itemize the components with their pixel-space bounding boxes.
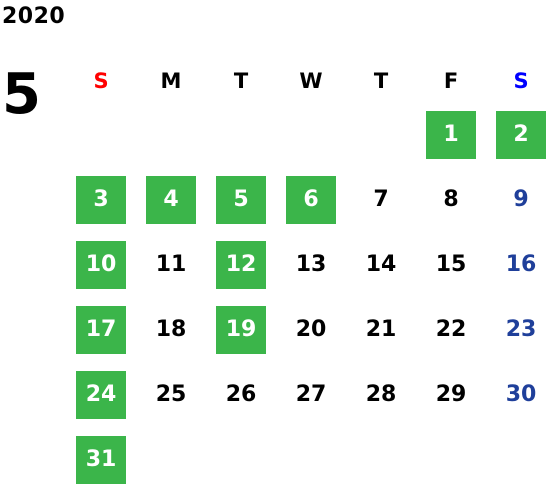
day-cell: 6 (276, 167, 346, 232)
weekday-thursday: T (373, 69, 389, 93)
day-cell: 30 (486, 362, 548, 427)
day-highlighted[interactable]: 19 (216, 305, 266, 354)
week-row: 17 18 19 20 21 22 23 (66, 297, 548, 362)
day-cell: 14 (346, 232, 416, 297)
weekday-friday: F (443, 69, 459, 93)
day-cell (416, 427, 486, 492)
day-number[interactable]: 26 (225, 382, 257, 407)
day-cell: 20 (276, 297, 346, 362)
day-number[interactable]: 21 (365, 317, 397, 342)
day-number[interactable]: 23 (505, 317, 537, 342)
day-cell: 28 (346, 362, 416, 427)
day-number[interactable]: 25 (155, 382, 187, 407)
day-cell: 15 (416, 232, 486, 297)
day-cell: 22 (416, 297, 486, 362)
day-number[interactable]: 15 (435, 252, 467, 277)
day-highlighted[interactable]: 24 (76, 370, 126, 419)
day-cell (346, 427, 416, 492)
day-highlighted[interactable]: 10 (76, 240, 126, 289)
day-cell: 29 (416, 362, 486, 427)
day-cell (66, 102, 136, 167)
day-number[interactable]: 29 (435, 382, 467, 407)
day-highlighted[interactable]: 4 (146, 175, 196, 224)
day-cell: 13 (276, 232, 346, 297)
weekday-wednesday: W (299, 69, 323, 93)
day-number[interactable]: 27 (295, 382, 327, 407)
day-number[interactable]: 30 (505, 382, 537, 407)
weekday-saturday: S (513, 69, 529, 93)
weekday-header-row: S M T W T F S (66, 60, 548, 102)
day-cell: 24 (66, 362, 136, 427)
day-cell (346, 102, 416, 167)
day-number[interactable]: 18 (155, 317, 187, 342)
day-cell: 26 (206, 362, 276, 427)
weekday-monday: M (160, 69, 182, 93)
month-number: 5 (2, 62, 41, 127)
day-cell: 23 (486, 297, 548, 362)
day-number[interactable]: 14 (365, 252, 397, 277)
week-row: 31 (66, 427, 548, 492)
day-cell: 16 (486, 232, 548, 297)
day-cell: 12 (206, 232, 276, 297)
day-number[interactable]: 28 (365, 382, 397, 407)
day-cell: 1 (416, 102, 486, 167)
day-cell: 11 (136, 232, 206, 297)
day-cell: 9 (486, 167, 548, 232)
week-row: 24 25 26 27 28 29 30 (66, 362, 548, 427)
weekday-sunday: S (93, 69, 109, 93)
day-highlighted[interactable]: 1 (426, 110, 476, 159)
day-cell (136, 102, 206, 167)
day-cell (206, 102, 276, 167)
week-row: 10 11 12 13 14 15 16 (66, 232, 548, 297)
day-number[interactable]: 8 (443, 187, 459, 212)
day-cell: 21 (346, 297, 416, 362)
day-cell: 27 (276, 362, 346, 427)
day-number[interactable]: 7 (373, 187, 389, 212)
day-cell: 5 (206, 167, 276, 232)
day-cell (206, 427, 276, 492)
day-cell: 7 (346, 167, 416, 232)
day-number[interactable]: 16 (505, 252, 537, 277)
day-cell: 25 (136, 362, 206, 427)
day-cell (276, 102, 346, 167)
day-cell (136, 427, 206, 492)
day-number[interactable]: 9 (513, 187, 529, 212)
day-highlighted[interactable]: 17 (76, 305, 126, 354)
day-number[interactable]: 20 (295, 317, 327, 342)
day-cell: 19 (206, 297, 276, 362)
day-number[interactable]: 22 (435, 317, 467, 342)
day-cell: 3 (66, 167, 136, 232)
day-cell: 10 (66, 232, 136, 297)
day-highlighted[interactable]: 6 (286, 175, 336, 224)
day-highlighted[interactable]: 31 (76, 435, 126, 484)
day-highlighted[interactable]: 2 (496, 110, 546, 159)
day-cell: 18 (136, 297, 206, 362)
day-cell: 17 (66, 297, 136, 362)
day-highlighted[interactable]: 12 (216, 240, 266, 289)
day-cell (276, 427, 346, 492)
day-cell: 2 (486, 102, 548, 167)
day-number[interactable]: 11 (155, 252, 187, 277)
year-label: 2020 (2, 4, 66, 29)
day-cell: 4 (136, 167, 206, 232)
day-highlighted[interactable]: 3 (76, 175, 126, 224)
day-cell: 8 (416, 167, 486, 232)
weekday-tuesday: T (233, 69, 249, 93)
day-cell: 31 (66, 427, 136, 492)
day-cell (486, 427, 548, 492)
day-number[interactable]: 13 (295, 252, 327, 277)
day-highlighted[interactable]: 5 (216, 175, 266, 224)
